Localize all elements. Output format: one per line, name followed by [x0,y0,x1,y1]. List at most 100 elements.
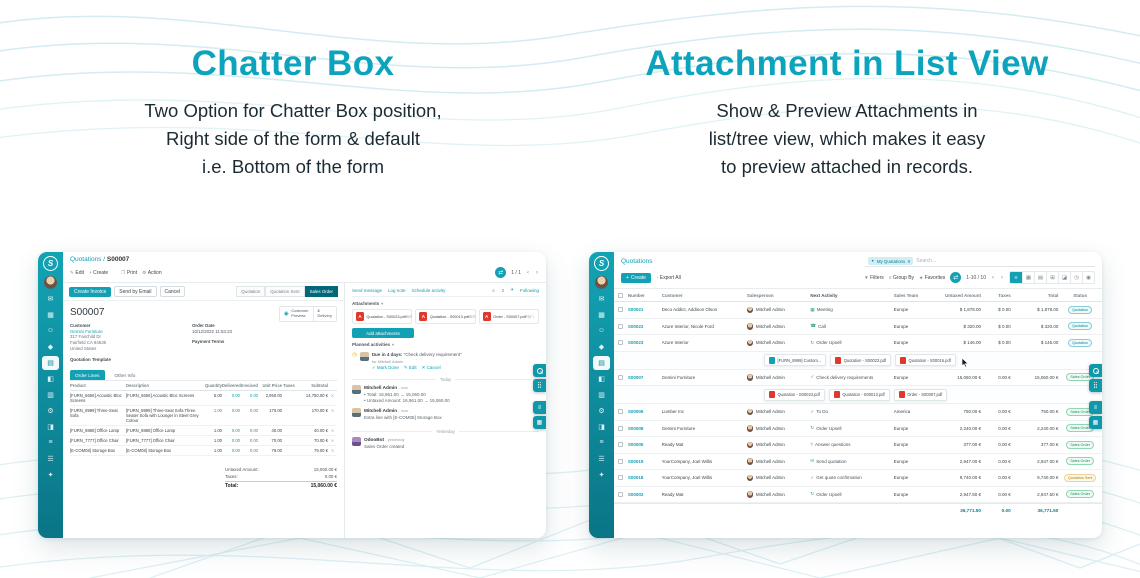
message-author[interactable]: Mitchell Admin [364,384,398,390]
cell-next-activity[interactable]: Meeting [816,307,833,313]
employees-icon[interactable]: ☰ [47,455,54,463]
pivot-view-icon[interactable]: ⊞ [1046,272,1058,283]
row-checkbox[interactable] [618,307,624,313]
print-button[interactable]: ❐Print [121,270,137,276]
order-line-row[interactable]: [FURN_7777] Office Chair [FURN_7777] Off… [70,436,337,447]
map-view-icon[interactable]: ◉ [1082,272,1094,283]
cell-next-activity[interactable]: Check delivery requirements [816,374,874,380]
delete-line-icon[interactable]: ✕ [330,439,335,444]
col-invoiced[interactable]: Invoiced [241,383,258,389]
delete-line-icon[interactable]: ✕ [330,394,335,399]
row-checkbox[interactable] [618,374,624,380]
table-row[interactable]: S00005 Ready Mat Mitchell Admin ?Answer … [614,437,1102,454]
cell-next-activity[interactable]: Answer questions [814,442,851,448]
row-checkbox[interactable] [618,491,624,497]
employees-icon[interactable]: ☰ [598,455,605,463]
cell-next-activity[interactable]: Get quote confirmation [816,475,862,481]
table-row[interactable]: S00019 YourCompany, Joel Willis Mitchell… [614,454,1102,470]
manufacturing-icon[interactable]: ⚙ [47,407,54,415]
cell-next-activity[interactable]: Order Upsell [816,340,842,346]
discuss-icon[interactable]: ✉ [47,295,54,303]
apps-quick-button[interactable]: ⣿ [1089,379,1102,392]
attachment-card[interactable]: A Order - S00007.pdfPDF ↓ [478,309,539,324]
col-quantity[interactable]: Quantity [205,383,222,389]
row-checkbox[interactable] [618,458,624,464]
cell-next-activity[interactable]: Call [818,323,826,329]
log-note-button[interactable]: Log note [388,287,406,293]
col-salesperson[interactable]: Salesperson [746,292,774,298]
order-line-row[interactable]: [E-COM08] Storage Box [E-COM08] Storage … [70,446,337,457]
table-row[interactable]: S00021 Deco Addict, Addison Olson Mitche… [614,302,1102,319]
status-quotation[interactable]: Quotation [236,286,266,297]
followers-icon[interactable]: ☺ [491,287,496,293]
user-avatar[interactable] [44,275,57,289]
calendar-icon[interactable]: ▦ [598,311,605,319]
menu-quick-button[interactable]: ≡ [1089,401,1102,414]
table-row[interactable]: S00018 YourCompany, Joel Willis Mitchell… [614,470,1102,487]
search-filter-chip[interactable]: ▼ My Quotations × [868,257,914,265]
accounting-icon[interactable]: ≡ [48,439,53,447]
apps-quick-button[interactable]: ⣿ [533,379,546,392]
add-attachments-button[interactable]: Add attachments [352,328,414,338]
calendar-view-icon[interactable]: ▤ [1034,272,1046,283]
sales-icon[interactable]: ▤ [42,356,59,370]
download-icon[interactable]: ↓ [469,314,472,319]
col-subtotal[interactable]: Subtotal [311,383,328,389]
favorites-button[interactable]: ★Favorites [919,275,945,281]
purchase-icon[interactable]: ◨ [598,423,605,431]
cancel-activity-button[interactable]: ✕ Cancel [421,365,441,371]
mark-done-button[interactable]: ✓ Mark Done [371,365,399,371]
schedule-activity-button[interactable]: Schedule activity [411,287,446,293]
col-taxes[interactable]: Taxes [998,292,1011,298]
activity-view-icon[interactable]: ◷ [1070,272,1082,283]
row-checkbox[interactable] [618,442,624,448]
col-status[interactable]: Status [1073,292,1088,298]
col-delivered[interactable]: Delivered [222,383,241,389]
create-invoice-button[interactable]: Create Invoice [69,286,112,297]
table-row[interactable]: S00002 Ready Mat Mitchell Admin ↻Order U… [614,487,1102,503]
table-row[interactable]: S00008 Gemini Furniture Mitchell Admin ↻… [614,421,1102,437]
attachment-chip[interactable]: Quotation - S00023.pdf [764,388,825,401]
pager-next-icon[interactable]: › [1001,274,1003,281]
settings-icon[interactable]: ✦ [47,471,54,479]
company-logo[interactable]: S [594,256,609,271]
list-view-icon[interactable]: ≡ [1010,272,1022,283]
discuss-icon[interactable]: ✉ [598,295,605,303]
order-line-row[interactable]: [FURN_8888] Office Lamp [FURN_8888] Offi… [70,426,337,437]
action-button[interactable]: ⚙Action [142,270,162,276]
settings-icon[interactable]: ✦ [598,471,605,479]
col-unit-price[interactable]: Unit Price [262,383,282,389]
attachment-chip[interactable]: Order - S00007.pdf [893,388,948,401]
dashboard-icon[interactable]: ◧ [47,375,54,383]
attachment-card[interactable]: A Quotation - S00023.pdfPDF ↓ [352,309,412,324]
chevron-down-icon[interactable]: ▾ [381,301,384,306]
pager-previous-icon[interactable]: ‹ [527,269,529,276]
row-checkbox[interactable] [618,323,624,329]
attachment-toggle-button[interactable]: ⇄ [950,272,962,283]
filters-button[interactable]: ▼Filters [864,275,884,281]
inventory-icon[interactable]: ▥ [598,391,605,399]
row-checkbox[interactable] [618,409,624,415]
attachment-chip[interactable]: Quotation - S00023.pdf [830,354,892,366]
cell-next-activity[interactable]: To Do [816,409,829,415]
inventory-icon[interactable]: ▥ [47,391,54,399]
order-line-row[interactable]: [FURN_6666] Acoustic Bloc Screens [FURN_… [70,391,337,407]
delete-line-icon[interactable]: ✕ [330,449,335,454]
kanban-view-icon[interactable]: ▦ [1022,272,1034,283]
attachment-chip[interactable]: Quotation - S00013.pdf [828,388,890,401]
cancel-button[interactable]: Cancel [159,286,186,297]
search-quick-button[interactable] [1089,364,1102,377]
delete-line-icon[interactable]: ✕ [330,429,335,434]
sales-icon[interactable]: ▤ [593,356,610,370]
attachment-chip[interactable]: [FURN_8999] Custom... [764,354,827,366]
manufacturing-icon[interactable]: ⚙ [598,407,605,415]
col-total[interactable]: Total [1047,292,1059,298]
send-by-email-button[interactable]: Send by Email [114,286,157,297]
accounting-icon[interactable]: ≡ [599,439,604,447]
user-avatar[interactable] [595,275,608,289]
contacts-icon[interactable]: ☺ [46,327,55,335]
chatter-position-toggle-button[interactable]: ⇄ [495,267,507,278]
customer-link[interactable]: Gemini Furniture [70,329,103,334]
status-quotation-sent[interactable]: Quotation Sent [265,286,305,297]
